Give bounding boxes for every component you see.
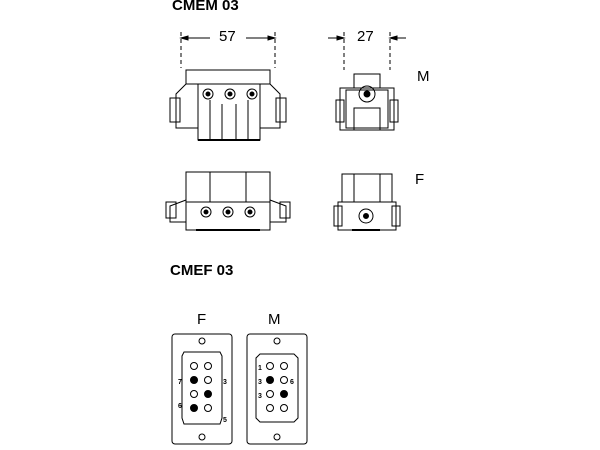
dimension-line-27 — [328, 32, 406, 70]
pin-label-female-7: 7 — [178, 379, 182, 386]
row-label-female: F — [415, 171, 425, 188]
title-cmef: CMEF 03 — [170, 262, 234, 279]
pin-label-male-3b: 3 — [258, 393, 262, 400]
female-face — [171, 333, 233, 445]
male-face — [246, 333, 308, 445]
dimension-57: 57 — [219, 28, 236, 45]
pin-label-female-6: 6 — [178, 403, 182, 410]
pin-label-female-5: 5 — [223, 417, 227, 424]
male-front-view — [169, 69, 287, 141]
male-side-view — [335, 73, 399, 131]
female-side-view — [333, 173, 401, 231]
row-label-male: M — [417, 68, 430, 85]
face-label-female: F — [197, 311, 207, 328]
pin-label-male-1: 1 — [258, 365, 262, 372]
dimension-line-57 — [179, 32, 277, 68]
pin-label-male-6: 6 — [290, 379, 294, 386]
dimension-27: 27 — [357, 28, 374, 45]
pin-label-male-3a: 3 — [258, 379, 262, 386]
face-label-male: M — [268, 311, 281, 328]
female-front-view — [165, 171, 291, 231]
pin-label-female-3: 3 — [223, 379, 227, 386]
title-cmem: CMEM 03 — [172, 0, 239, 14]
